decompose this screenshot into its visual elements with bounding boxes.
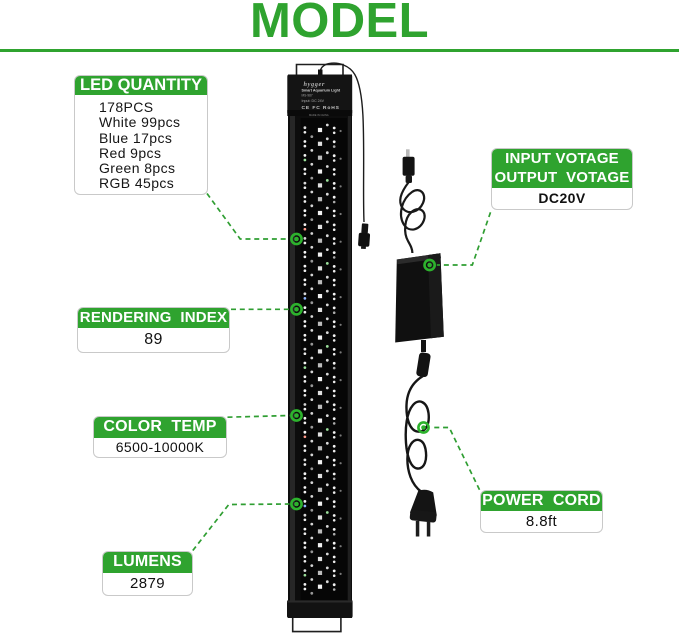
svg-text:MADE IN CHINA: MADE IN CHINA	[309, 113, 329, 117]
svg-text:hygger: hygger	[304, 81, 325, 88]
svg-text:MS-987: MS-987	[302, 93, 313, 97]
svg-text:Input: DC 24V: Input: DC 24V	[302, 99, 325, 103]
svg-text:Smart Aquarium Light: Smart Aquarium Light	[302, 89, 341, 93]
svg-text:CE FC RoHS: CE FC RoHS	[302, 105, 340, 111]
